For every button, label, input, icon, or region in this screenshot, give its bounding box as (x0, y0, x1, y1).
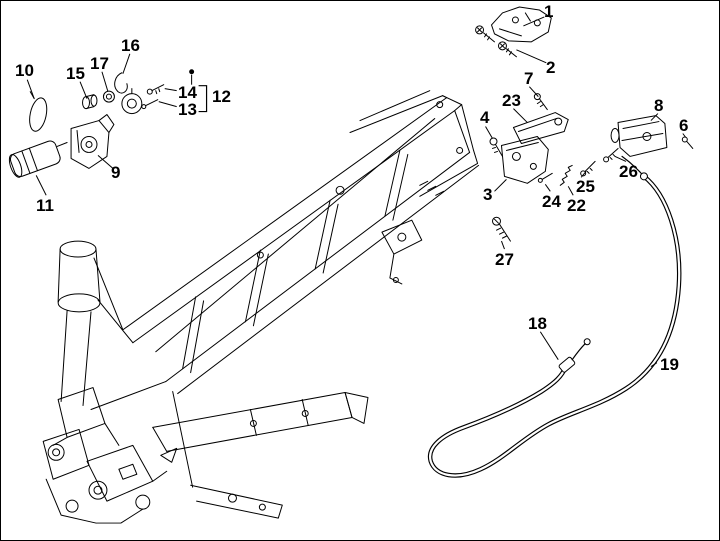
part-label-9: 9 (111, 163, 121, 182)
part-label-8: 8 (654, 96, 664, 115)
part-label-27: 27 (495, 250, 514, 269)
part-label-10: 10 (15, 61, 34, 80)
part-label-12: 12 (212, 87, 231, 106)
part-label-25: 25 (576, 177, 595, 196)
part-label-17: 17 (90, 54, 109, 73)
part-label-7: 7 (524, 69, 534, 88)
part-label-13: 13 (178, 100, 197, 119)
part-label-11: 11 (36, 196, 54, 215)
part-label-2: 2 (546, 58, 556, 77)
part-label-22: 22 (567, 196, 586, 215)
part-label-3: 3 (483, 185, 493, 204)
part-label-26: 26 (619, 162, 638, 181)
frame-drawing (42, 90, 480, 524)
leader-lines (26, 16, 687, 368)
part-label-24: 24 (542, 192, 561, 211)
part-label-6: 6 (679, 116, 689, 135)
ignition-lock-drawing (8, 72, 165, 178)
part-label-16: 16 (121, 36, 140, 55)
part-label-14: 14 (178, 83, 197, 102)
part-label-19: 19 (660, 355, 679, 374)
part-label-18: 18 (528, 314, 547, 333)
part-label-1: 1 (544, 2, 554, 21)
part-label-4: 4 (480, 108, 490, 127)
part-label-15: 15 (66, 64, 85, 83)
cable-drawing (427, 155, 682, 478)
part-label-23: 23 (502, 91, 521, 110)
